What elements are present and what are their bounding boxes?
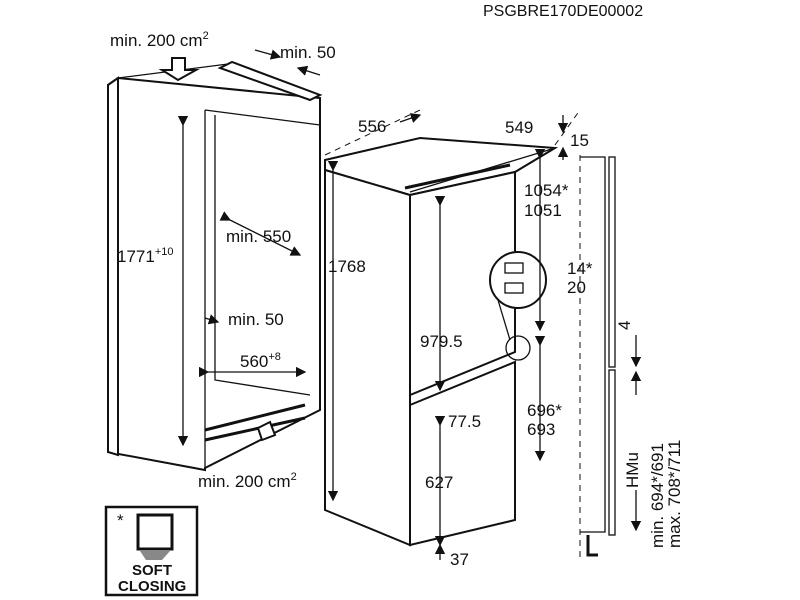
hinge-gap-a: 14* xyxy=(567,259,593,278)
soft-closing-badge: * SOFT CLOSING xyxy=(104,505,199,597)
bottom-label: 37 xyxy=(450,550,469,569)
soft-close-door-icon xyxy=(136,513,174,551)
appliance-depth-label: 549 xyxy=(505,118,533,137)
vent-top-label: min. 200 cm2 xyxy=(110,30,209,50)
upper-height-b: 1051 xyxy=(524,201,562,220)
upper-door-label: 979.5 xyxy=(420,332,463,351)
hinge-detail-icon xyxy=(489,251,547,309)
niche-width-label: 560+8 xyxy=(240,351,281,371)
niche-depth-label: min. 550 xyxy=(226,227,291,246)
vent-in-arrow-icon xyxy=(256,420,277,442)
hmu-min-label: min. 694*/691 xyxy=(648,443,667,548)
appliance-width-label: 556 xyxy=(358,117,386,136)
diagram-code: PSGBRE170DE00002 xyxy=(483,3,643,20)
lower-height-b: 693 xyxy=(527,420,555,439)
side-gap-label: min. 50 xyxy=(228,310,284,329)
furniture-door-rail xyxy=(579,155,616,560)
fridge-appliance xyxy=(324,136,559,547)
lower-door-label: 627 xyxy=(425,473,453,492)
door-gap-label: 4 xyxy=(615,321,634,330)
top-depth-label: min. 50 xyxy=(280,43,336,62)
hmu-label: HMu xyxy=(623,452,642,488)
niche-height-label: 1771+10 xyxy=(117,246,174,266)
top-gap-label: 15 xyxy=(570,131,589,150)
upper-height-a: 1054* xyxy=(524,181,569,200)
badge-star: * xyxy=(117,511,124,530)
lower-height-a: 696* xyxy=(527,401,562,420)
vent-up-arrow-icon xyxy=(158,57,200,82)
vent-bottom-label: min. 200 cm2 xyxy=(198,471,297,491)
lower-offset-label: 77.5 xyxy=(448,412,481,431)
hmu-max-label: max. 708*/711 xyxy=(665,440,684,548)
badge-line2: CLOSING xyxy=(118,578,186,595)
hinge-gap-b: 20 xyxy=(567,278,586,297)
badge-line1: SOFT xyxy=(132,562,172,579)
appliance-height-label: 1768 xyxy=(328,257,366,276)
